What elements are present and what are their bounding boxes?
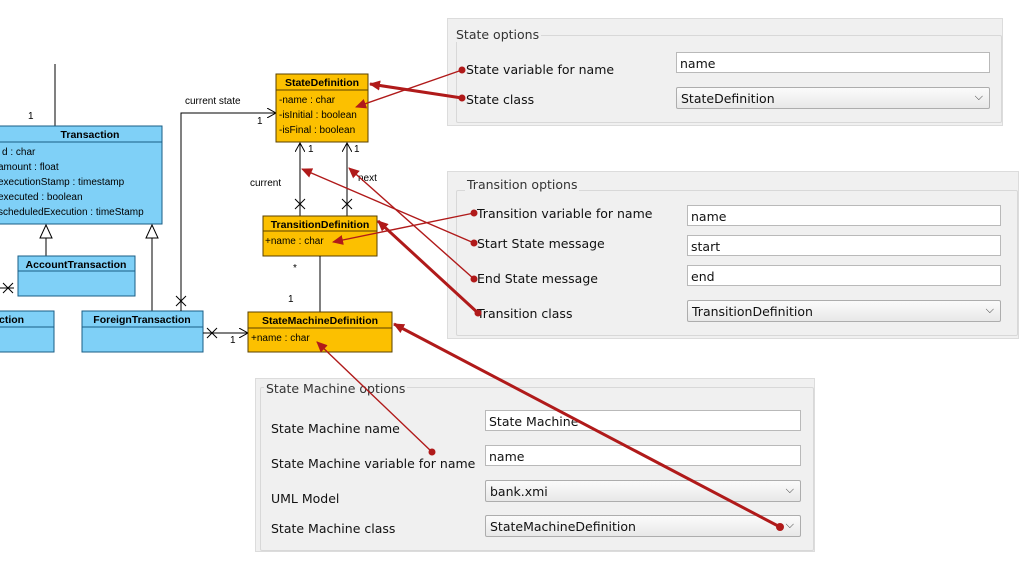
class-partial-left[interactable]: ction [0, 310, 55, 353]
generalization-arrow [145, 223, 159, 239]
class-name: AccountTransaction [26, 259, 127, 271]
association-label: next [358, 173, 377, 184]
end-state-input[interactable]: end [687, 265, 1001, 286]
sm-class-label: State Machine class [271, 521, 396, 536]
class-attr: -isInitial : boolean [279, 110, 357, 121]
transition-class-value: TransitionDefinition [692, 304, 813, 319]
class-name: ction [0, 314, 24, 326]
class-name: StateDefinition [285, 77, 359, 89]
state-class-select[interactable]: StateDefinition ⌵ [676, 87, 990, 109]
class-name: ForeignTransaction [93, 314, 190, 326]
class-attr: -isFinal : boolean [279, 125, 355, 136]
multiplicity-label: 1 [308, 144, 314, 155]
chevron-down-icon: ⌵ [785, 483, 794, 496]
class-name: Transaction [61, 129, 120, 141]
class-attr: d : char [2, 147, 36, 158]
class-attr: -name : char [279, 95, 336, 106]
transition-variable-label: Transition variable for name [477, 206, 653, 221]
current-state-association [180, 113, 276, 311]
state-class-value: StateDefinition [681, 91, 775, 106]
multiplicity-label: 1 [28, 111, 34, 122]
sm-class-select[interactable]: StateMachineDefinition ⌵ [485, 515, 801, 537]
uml-model-value: bank.xmi [490, 484, 548, 499]
class-attr: +name : char [265, 236, 324, 247]
class-attr: executionStamp : timestamp [0, 177, 125, 188]
state-variable-label: State variable for name [466, 62, 615, 77]
class-attr: +name : char [251, 333, 310, 344]
chevron-down-icon: ⌵ [785, 518, 794, 531]
class-state-definition[interactable]: StateDefinition -name : char -isInitial … [275, 73, 369, 143]
class-name: TransitionDefinition [271, 219, 370, 231]
transition-variable-input[interactable]: name [687, 205, 1001, 226]
class-foreign-transaction[interactable]: ForeignTransaction [81, 310, 204, 353]
transition-options-legend: Transition options [465, 177, 580, 192]
transition-class-select[interactable]: TransitionDefinition ⌵ [687, 300, 1001, 322]
class-state-machine-definition[interactable]: StateMachineDefinition +name : char [247, 311, 393, 353]
class-transaction[interactable]: Transaction d : char amount : float exec… [0, 125, 163, 225]
class-name: StateMachineDefinition [262, 315, 378, 327]
end-state-label: End State message [477, 271, 598, 286]
chevron-down-icon: ⌵ [985, 303, 994, 316]
navigability-x-icon [175, 295, 187, 307]
uml-model-label: UML Model [271, 491, 340, 506]
generalization-arrow [39, 223, 53, 239]
association-label: current [250, 178, 281, 189]
state-options-legend: State options [454, 27, 542, 42]
multiplicity-label: 1 [288, 294, 294, 305]
sm-variable-input[interactable]: name [485, 445, 801, 466]
multiplicity-label: 1 [257, 116, 263, 127]
association-label: current state [185, 96, 241, 107]
class-attr: scheduledExecution : timeStamp [0, 207, 144, 218]
class-attr: executed : boolean [0, 192, 83, 203]
transition-class-label: Transition class [477, 306, 573, 321]
uml-model-select[interactable]: bank.xmi ⌵ [485, 480, 801, 502]
sm-name-input[interactable]: State Machine [485, 410, 801, 431]
multiplicity-label: 1 [230, 335, 236, 346]
sm-class-value: StateMachineDefinition [490, 519, 636, 534]
multiplicity-label: * [293, 263, 297, 274]
sm-variable-label: State Machine variable for name [271, 456, 476, 471]
start-state-input[interactable]: start [687, 235, 1001, 256]
start-state-label: Start State message [477, 236, 605, 251]
navigability-x-icon [206, 327, 218, 339]
multiplicity-label: 1 [354, 144, 360, 155]
state-class-label: State class [466, 92, 535, 107]
class-attr: amount : float [0, 162, 59, 173]
class-transition-definition[interactable]: TransitionDefinition +name : char [262, 215, 378, 257]
class-account-transaction[interactable]: AccountTransaction [17, 255, 136, 297]
chevron-down-icon: ⌵ [974, 90, 983, 103]
state-options-frame [456, 35, 1002, 123]
state-machine-options-legend: State Machine options [264, 381, 408, 396]
navigability-x-icon [2, 282, 14, 294]
sm-name-label: State Machine name [271, 421, 400, 436]
state-variable-input[interactable]: name [676, 52, 990, 73]
